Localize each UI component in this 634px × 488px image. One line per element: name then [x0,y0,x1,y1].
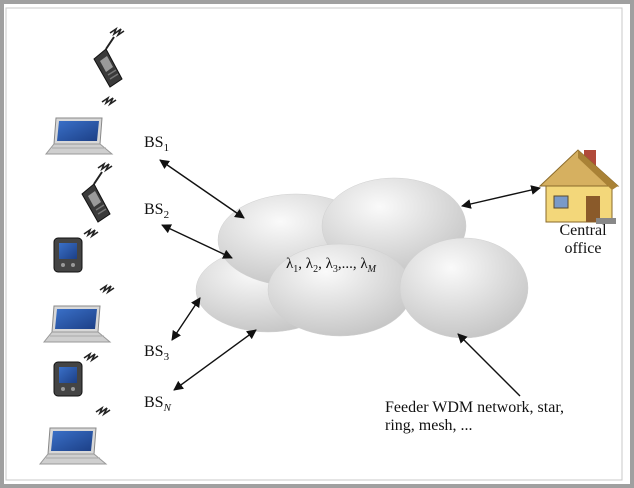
wdm-network-cloud [195,177,529,339]
arrow-bs1 [159,159,245,219]
feeder-line2: ring, mesh, ... [385,417,473,435]
central-office-line2: office [564,240,602,258]
bs2-label: BS2 [144,201,170,222]
feeder-label: Feeder WDM network, star, ring, mesh, ..… [385,399,564,436]
feeder-line1: Feeder WDM network, star, [385,399,565,416]
arrow-bsn [173,329,257,391]
central-office-line1: Central [559,222,607,239]
central-office-house-icon [538,149,620,224]
bsn-label: BSN [144,394,171,415]
bs3-label: BS3 [144,343,170,364]
arrow-bs2 [161,224,233,259]
arrow-feeder [457,333,521,397]
bs1-label: BS1 [144,134,170,155]
inner-border [5,7,623,481]
central-office-label: Central office [543,222,623,259]
wavelengths-label: λ1, λ2, λ3,..., λM [286,256,376,275]
arrow-central-office [461,185,541,209]
